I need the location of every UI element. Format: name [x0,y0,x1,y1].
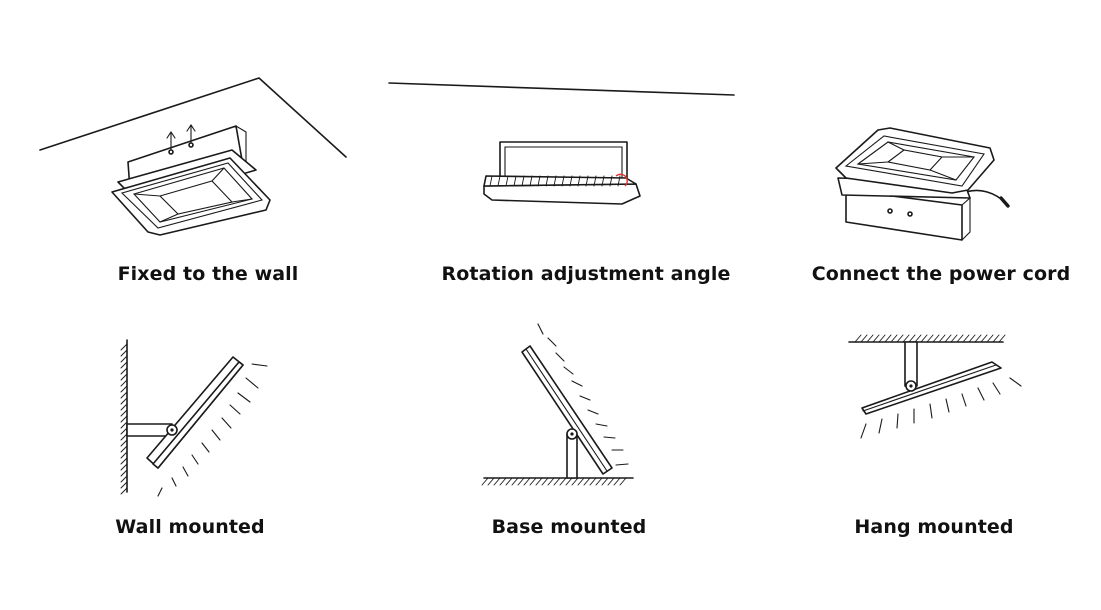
caption-fixed-to-wall: Fixed to the wall [117,263,299,285]
caption-rotation-angle: Rotation adjustment angle [441,263,731,285]
caption-power-cord: Connect the power cord [811,263,1071,285]
caption-wall-mounted: Wall mounted [115,516,265,538]
caption-hang-mounted: Hang mounted [854,516,1014,538]
caption-base-mounted: Base mounted [491,516,647,538]
